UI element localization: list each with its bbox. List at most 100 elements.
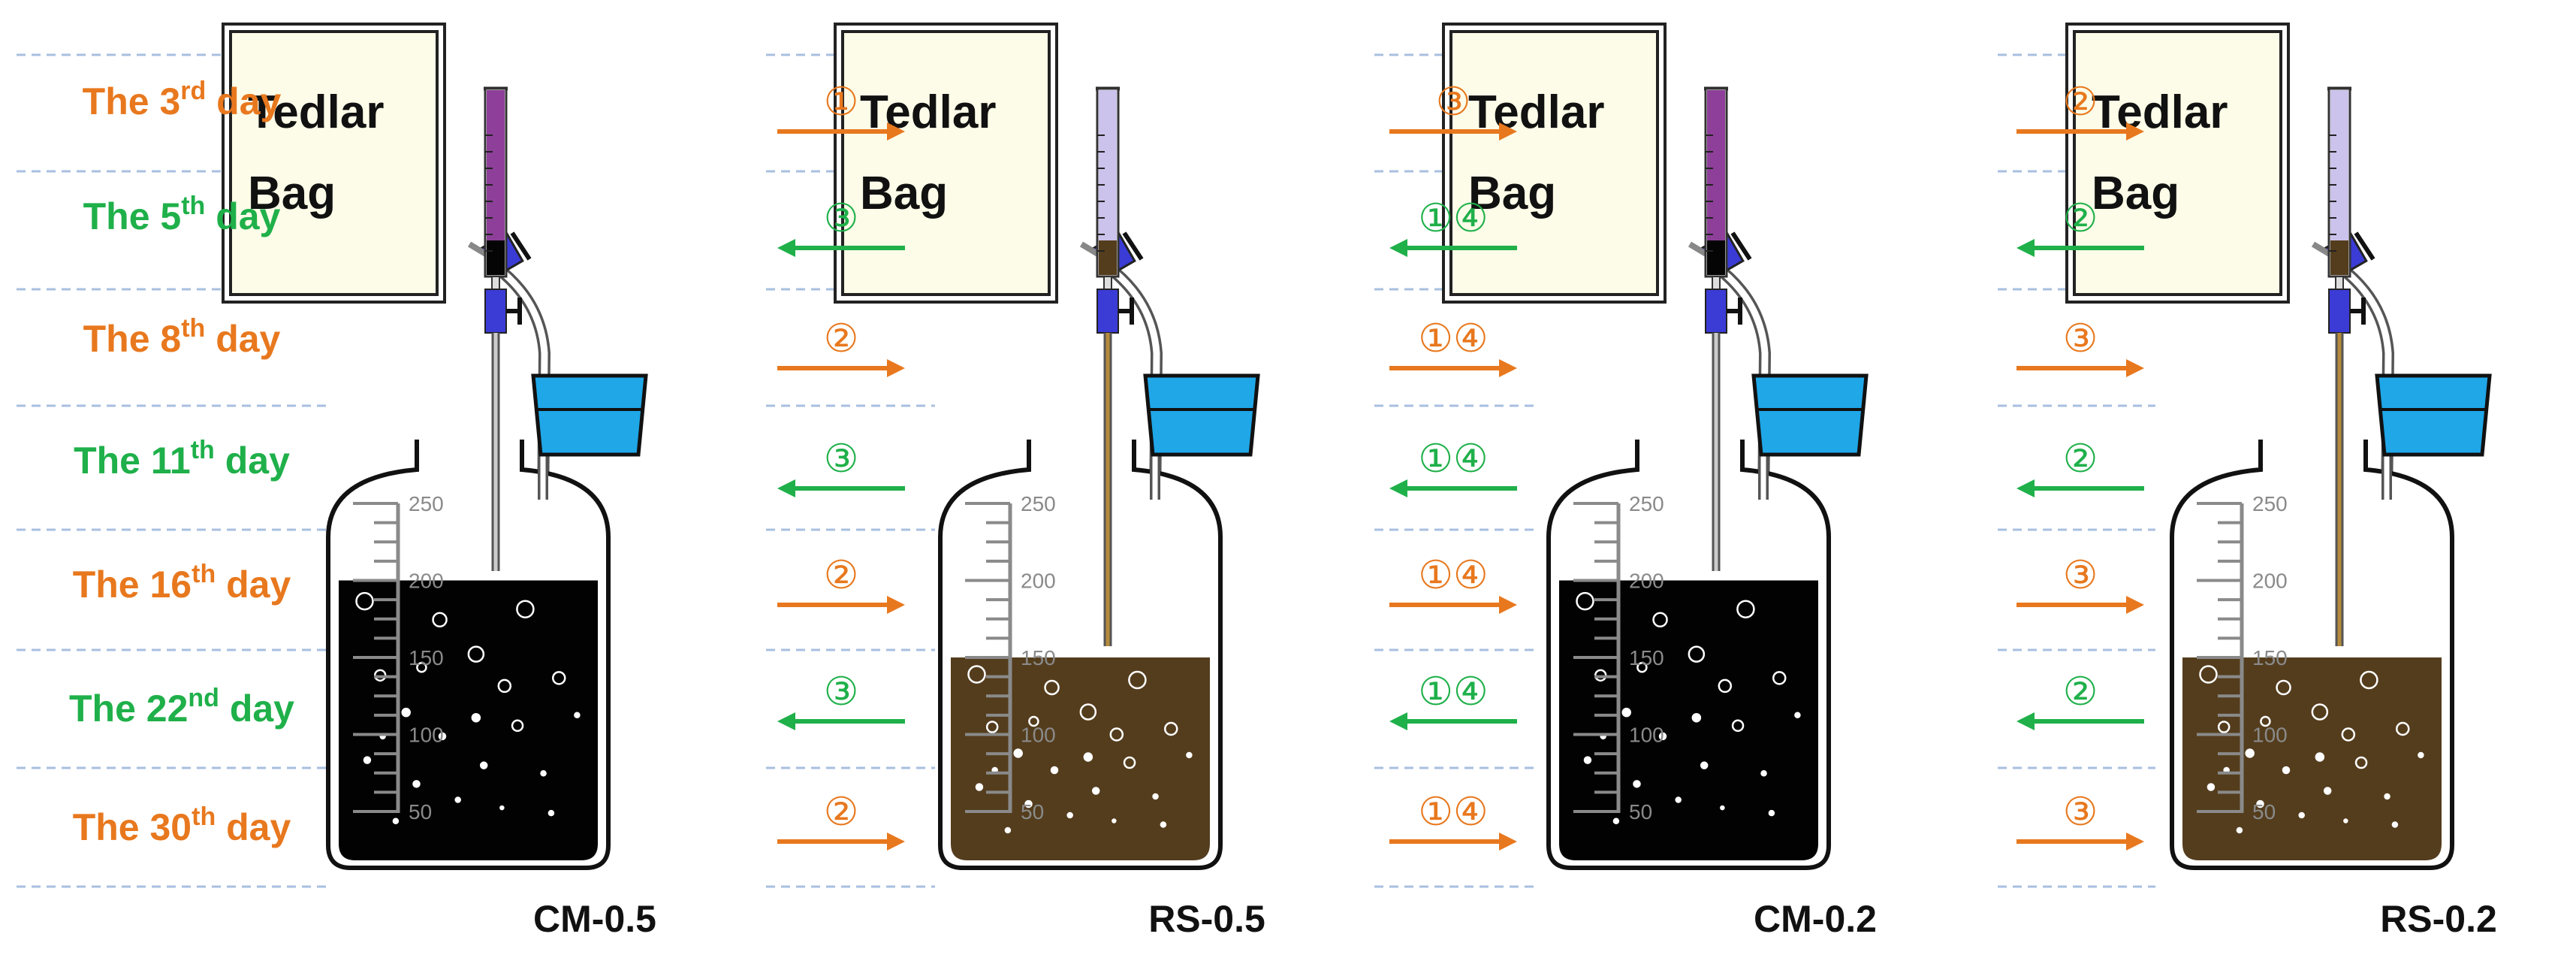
scale-tick-label: 100 [2252, 724, 2288, 747]
bottle-cap [1143, 373, 1260, 457]
gas-bubble [1050, 766, 1059, 775]
gas-bubble [1123, 756, 1136, 769]
scale-tick-label: 50 [1021, 800, 1044, 824]
scale-tick-label: 250 [1629, 492, 1664, 515]
transfer-step-label: ①④ [1418, 554, 1488, 597]
transfer-step-label: ①④ [1418, 317, 1488, 361]
transfer-step-label: ③ [824, 437, 859, 481]
tedlar-bag-label-line2: Bag [248, 168, 336, 219]
gas-bubble [1083, 752, 1093, 762]
transfer-arrow: ② [2016, 197, 2144, 257]
syringe-tip [1712, 276, 1721, 291]
bottle-label: CM-0.2 [1754, 898, 1877, 940]
gas-bubble [1612, 817, 1620, 824]
arrow-head [2016, 479, 2035, 497]
arrow-head [2126, 596, 2144, 614]
bag-valve-handle [510, 231, 532, 261]
transfer-step-label: ③ [2063, 790, 2098, 834]
arrow-head [777, 239, 795, 257]
gas-bubble [1004, 827, 1012, 834]
day-label: The 22nd day [69, 684, 294, 730]
scale-tick-label: 200 [1629, 570, 1664, 593]
day-label: The 8th day [83, 314, 281, 360]
gas-bubble [499, 805, 505, 811]
syringe-valve [1705, 289, 1727, 334]
tedlar-bag-label-line2: Bag [2092, 168, 2179, 219]
bottle-liquid [2182, 657, 2442, 860]
transfer-step-label: ② [2063, 80, 2098, 124]
transfer-step-label: ①④ [1418, 790, 1488, 834]
transfer-arrow: ② [2016, 670, 2144, 730]
scale-tick-label: 50 [1629, 800, 1652, 824]
gas-bubble [1731, 719, 1745, 733]
gas-bubble [1688, 645, 1706, 663]
transfer-arrow: ①④ [1389, 790, 1517, 851]
transfer-arrow: ③ [777, 670, 905, 730]
gas-bubble [1691, 712, 1702, 723]
syringe-liquid [1099, 90, 1117, 240]
transfer-step-label: ①④ [1418, 197, 1488, 240]
scale-tick-label: 200 [409, 570, 444, 593]
bottle-label: RS-0.2 [2380, 898, 2497, 940]
gas-bubble [1024, 799, 1033, 808]
tedlar-bag [841, 30, 1051, 296]
syringe-tip [2335, 276, 2344, 291]
gas-bubble [2311, 703, 2329, 721]
bottle-label: CM-0.5 [533, 898, 656, 940]
transfer-step-label: ③ [2063, 554, 2098, 597]
bottle-cap [2375, 373, 2492, 457]
arrow-head [2016, 712, 2035, 730]
gas-bubble [363, 756, 372, 764]
arrow-head [1499, 359, 1517, 377]
gas-bubble [1091, 787, 1100, 795]
bag-valve-handle [1122, 231, 1144, 261]
transfer-step-label: ①④ [1418, 670, 1488, 714]
syringe-liquid [2330, 90, 2348, 240]
gas-bubble [1718, 678, 1733, 694]
syringe-tip [491, 276, 500, 291]
gas-bubble [1044, 679, 1060, 696]
gas-bubble [1576, 591, 1594, 611]
transfer-step-label: ③ [1436, 80, 1471, 124]
gas-bubble [2236, 827, 2243, 834]
gas-bubble [1636, 662, 1648, 673]
transfer-step-label: ② [2063, 437, 2098, 481]
syringe-tip [1103, 276, 1112, 291]
scale-tick-label: 100 [1629, 724, 1664, 747]
transfer-arrow: ② [2016, 437, 2144, 497]
gas-bubble [1186, 751, 1193, 759]
day-label: The 16th day [73, 560, 291, 606]
transfer-arrow: ③ [777, 197, 905, 257]
transfer-arrow: ①④ [1389, 670, 1517, 730]
transfer-arrow: ③ [777, 437, 905, 497]
transfer-arrow: ③ [2016, 790, 2144, 851]
gas-bubble [2418, 751, 2424, 759]
tedlar-bag-label-line2: Bag [1468, 168, 1556, 219]
gas-bubble [1079, 703, 1097, 721]
transfer-arrow: ② [777, 554, 905, 614]
transfer-arrow: ③ [2016, 317, 2144, 377]
syringe-sample [487, 240, 505, 275]
syringe-valve [1096, 289, 1119, 334]
bottle-cap [531, 373, 648, 457]
gas-bubble [2323, 787, 2332, 795]
gas-bubble [467, 645, 485, 663]
arrow-head [1389, 239, 1407, 257]
day-label: The 11th day [74, 436, 290, 482]
syringe-valve [2328, 289, 2351, 334]
gas-bubble [438, 732, 447, 741]
gas-bubble [2315, 752, 2325, 762]
arrow-head [2126, 359, 2144, 377]
transfer-step-label: ③ [824, 197, 859, 240]
arrow-head [887, 122, 905, 141]
day-label: The 3rd day [83, 77, 282, 122]
gas-bubble [1109, 727, 1124, 742]
scale-tick-label: 50 [2252, 800, 2276, 824]
gas-bubble [967, 665, 986, 684]
transfer-arrow: ② [777, 317, 905, 377]
transfer-arrow: ①④ [1389, 554, 1517, 614]
